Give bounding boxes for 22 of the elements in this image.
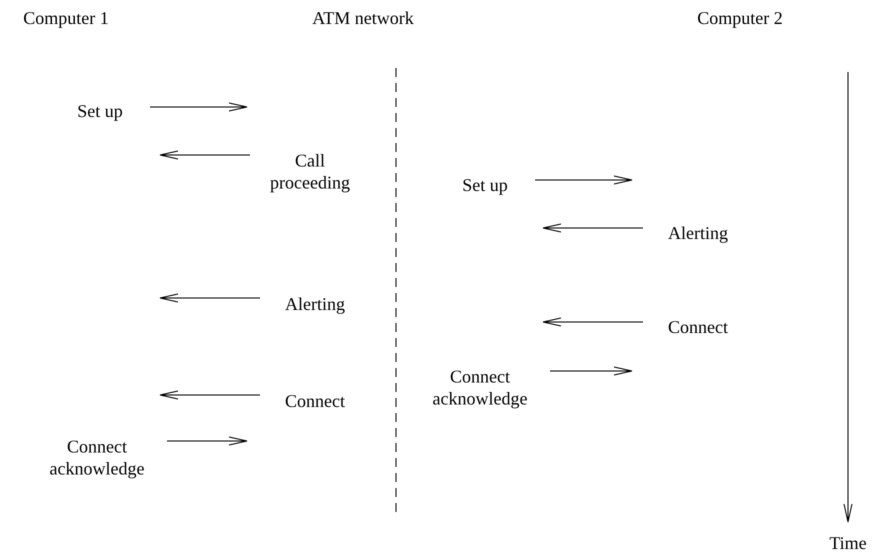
message-arrow — [160, 150, 250, 160]
message-label: Alerting — [643, 223, 753, 245]
column-heading: ATM network — [312, 8, 414, 30]
axis-label: Time — [829, 533, 867, 555]
column-heading: Computer 1 — [23, 8, 109, 30]
message-arrow — [166, 436, 248, 446]
message-label: Call proceeding — [250, 150, 370, 194]
message-arrow — [160, 390, 260, 400]
message-label: Connect — [643, 317, 753, 339]
message-arrow — [542, 318, 644, 326]
message-arrow — [542, 224, 644, 232]
message-arrow — [534, 176, 632, 184]
message-label: Connect — [260, 391, 370, 413]
column-heading: Computer 2 — [697, 8, 783, 30]
message-arrow — [550, 366, 632, 376]
message-label: Connect acknowledge — [27, 436, 167, 480]
message-label: Set up — [435, 175, 535, 197]
message-label: Connect acknowledge — [410, 366, 550, 410]
message-arrow — [150, 102, 248, 112]
message-label: Alerting — [260, 294, 370, 316]
message-label: Set up — [50, 101, 150, 123]
message-arrow — [160, 294, 260, 302]
